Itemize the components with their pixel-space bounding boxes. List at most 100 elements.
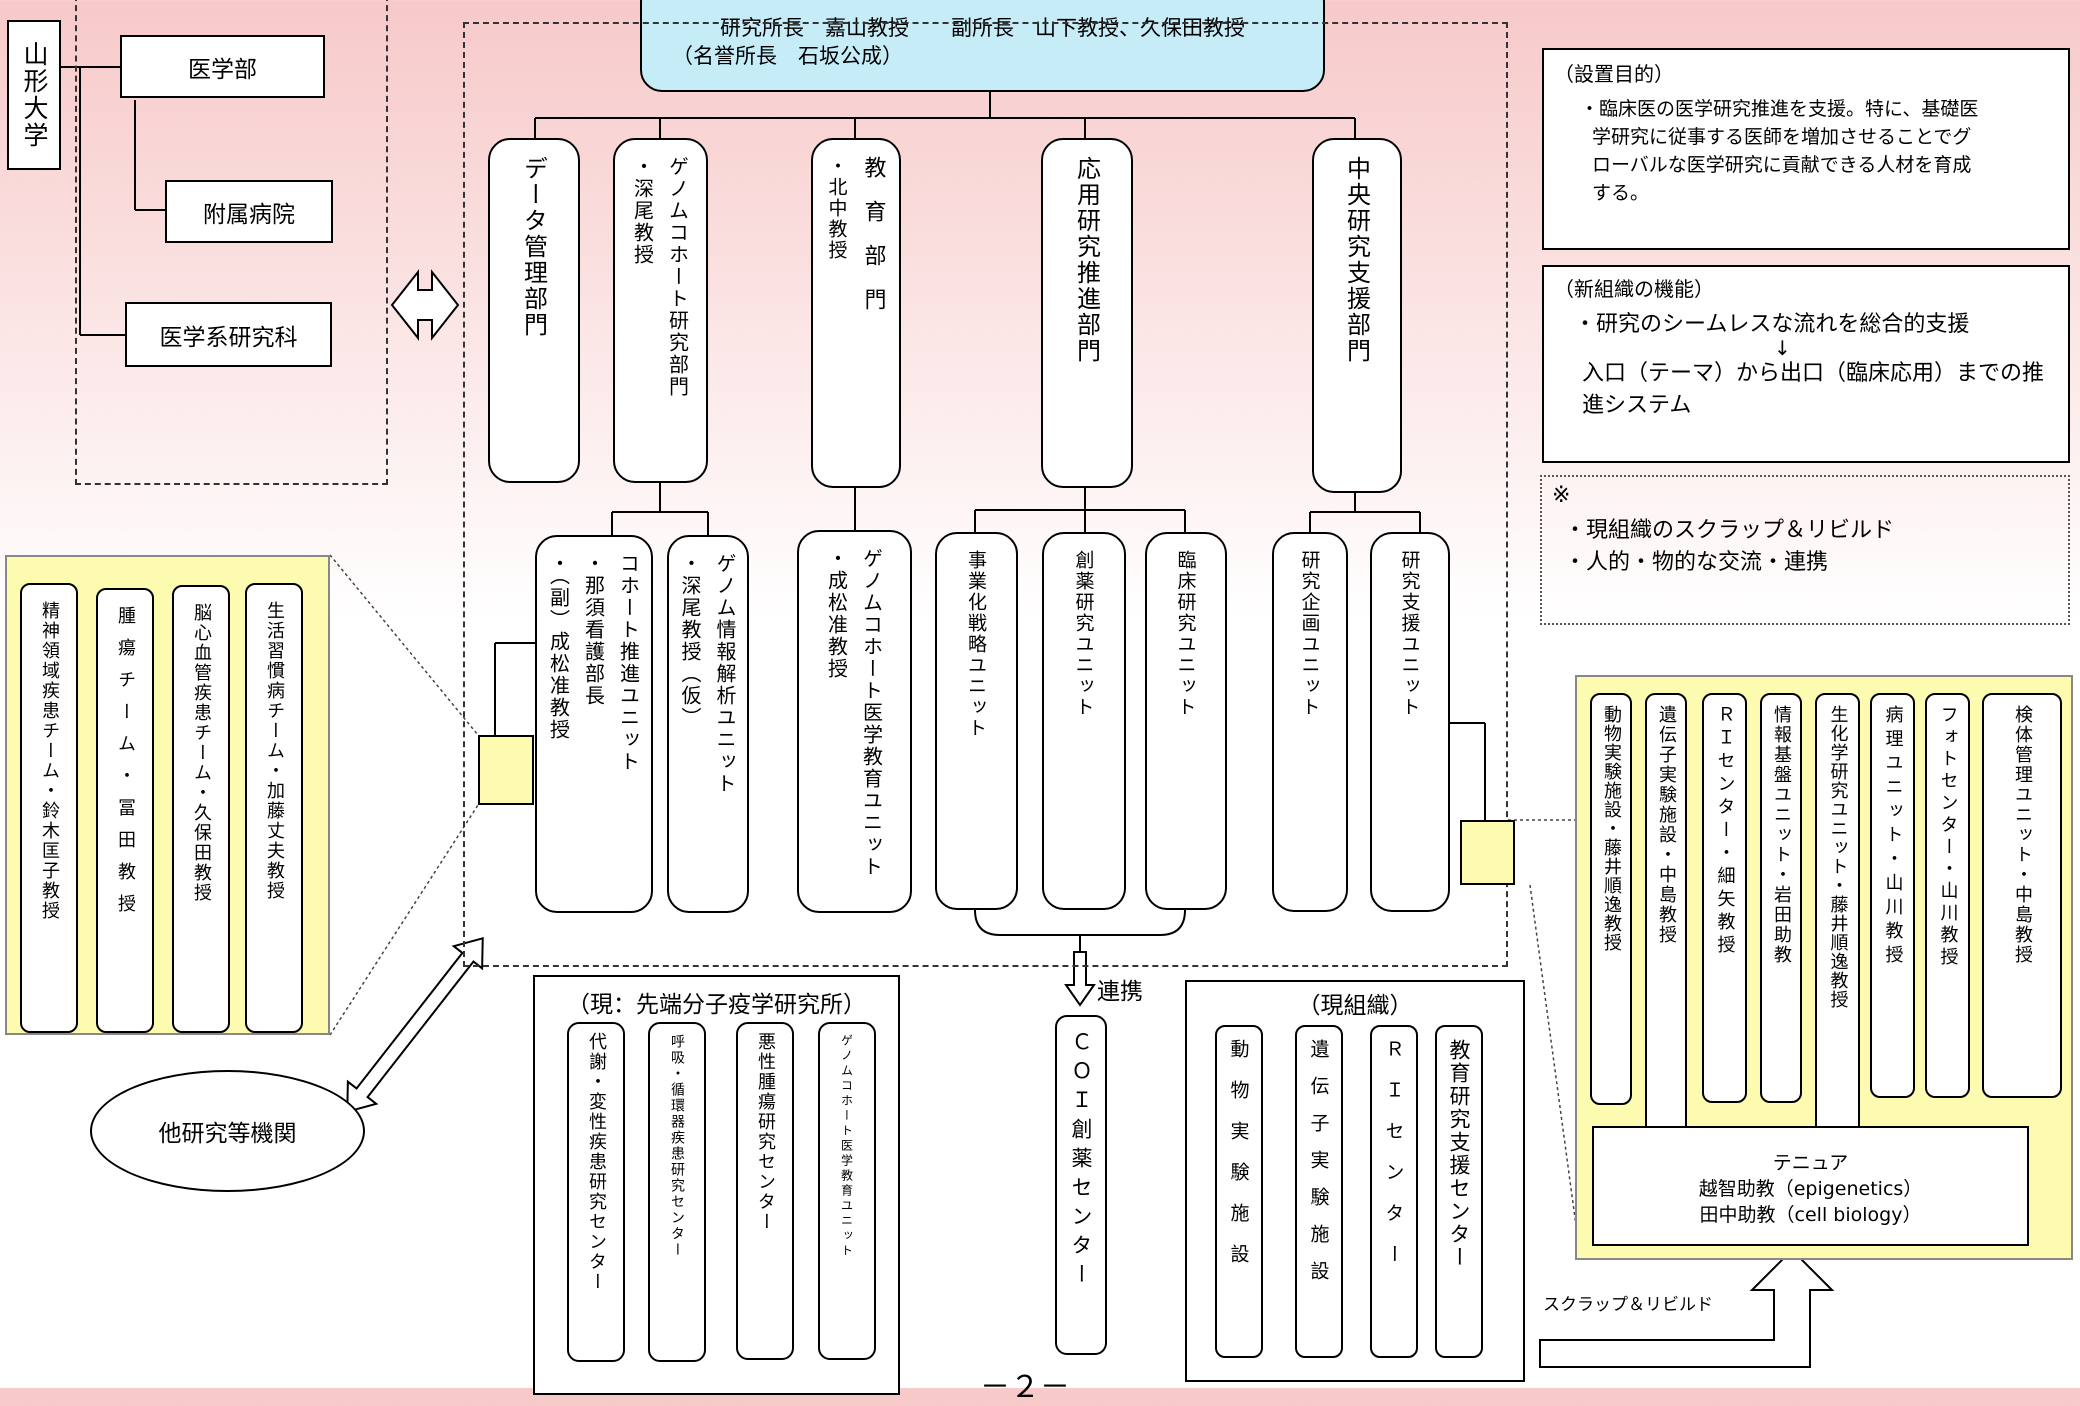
function-line-1: ・研究のシームレスな流れを総合的支援: [1574, 312, 1970, 337]
support-info: 情報基盤ユニット・岩田助教: [1760, 693, 1802, 1103]
director-line-1: 研究所長 嘉山教授 副所長 山下教授、久保田教授: [720, 16, 1245, 40]
unit-support-text: 研究支援ユニット: [1372, 534, 1448, 718]
support-gene-label: 遺伝子実験施設・中島教授: [1656, 705, 1677, 945]
support-specimen-label: 検体管理ユニット・中島教授: [2012, 705, 2033, 965]
support-info-text: 情報基盤ユニット・岩田助教: [1762, 695, 1800, 965]
team-oncology-text: 腫瘍チーム・冨田教授: [98, 590, 152, 926]
coi-center: ＣＯＩ創薬センター: [1055, 1015, 1107, 1355]
unit-cohort-person-2: ・（副）成松准教授: [546, 553, 571, 741]
function-heading: （新組織の機能）: [1554, 277, 1714, 301]
org-gene: 遺伝子実験施設: [1295, 1025, 1343, 1358]
support-animal: 動物実験施設・藤井順逸教授: [1590, 693, 1632, 1105]
coi-center-label: ＣＯＩ創薬センター: [1069, 1031, 1093, 1292]
support-pathology-label: 病理ユニット・山川教授: [1882, 705, 1904, 969]
unit-genome-education-text: ゲノムコホート医学教育ユニット ・成松准教授: [799, 532, 910, 878]
unit-clinical-research: 臨床研究ユニット: [1145, 532, 1227, 910]
unit-support-label: 研究支援ユニット: [1398, 550, 1421, 718]
org-education-support: 教育研究支援センター: [1435, 1025, 1483, 1358]
note-mark: ※: [1552, 483, 1571, 508]
team-psychiatry-label: 精神領域疾患チーム・鈴木匡子教授: [39, 601, 60, 921]
org-animal-label: 動物実験施設: [1227, 1039, 1250, 1285]
branch-medical-school: 医学部: [120, 35, 325, 98]
unit-research-support: 研究支援ユニット: [1370, 532, 1450, 912]
unit-genome-info: ゲノム情報解析ユニット ・深尾教授（仮）: [667, 535, 749, 913]
division-applied-text: 応用研究推進部門: [1043, 140, 1131, 364]
branch-graduate-school-label: 医学系研究科: [159, 324, 298, 351]
tenure-box: テニュア 越智助教（epigenetics） 田中助教（cell biology…: [1592, 1126, 2029, 1246]
page-number: －２－: [980, 1370, 1070, 1405]
org-animal-text: 動物実験施設: [1217, 1027, 1261, 1285]
support-gene: 遺伝子実験施設・中島教授: [1645, 693, 1687, 1141]
unit-research-planning: 研究企画ユニット: [1272, 532, 1348, 912]
university-name: 山形大学: [20, 41, 49, 149]
unit-cohort-person-1: ・那須看護部長: [581, 553, 606, 707]
unit-business-strategy: 事業化戦略ユニット: [935, 532, 1018, 910]
unit-planning-text: 研究企画ユニット: [1274, 534, 1346, 718]
other-institutions-label: 他研究等機関: [158, 1121, 297, 1147]
division-data-label: データ管理部門: [519, 156, 548, 338]
center-respiratory: 呼吸・循環器疾患研究センター: [648, 1022, 706, 1362]
current-institute-title: （現：先端分子疫学研究所）: [567, 992, 866, 1018]
scrap-rebuild-label: スクラップ＆リビルド: [1543, 1295, 1713, 1315]
center-respiratory-label: 呼吸・循環器疾患研究センター: [669, 1034, 685, 1258]
branch-graduate-school: 医学系研究科: [125, 302, 332, 367]
tenure-title: テニュア: [1772, 1152, 1849, 1174]
team-lifestyle: 生活習慣病チーム・加藤丈夫教授: [245, 583, 303, 1033]
support-biochem: 生化学研究ユニット・藤井順逸教授: [1815, 693, 1860, 1141]
team-oncology-label: 腫瘍チーム・冨田教授: [115, 606, 136, 926]
support-pathology: 病理ユニット・山川教授: [1870, 693, 1915, 1098]
support-gene-text: 遺伝子実験施設・中島教授: [1647, 695, 1685, 945]
division-genome-person: ・深尾教授: [630, 156, 655, 266]
org-education-support-text: 教育研究支援センター: [1437, 1027, 1481, 1269]
purpose-heading: （設置目的）: [1554, 62, 1674, 86]
center-genome-education-text: ゲノムコホート医学教育ユニット: [820, 1024, 874, 1259]
team-oncology: 腫瘍チーム・冨田教授: [96, 588, 154, 1033]
team-marker: [478, 735, 534, 805]
support-photo-text: フォトセンター・山川教授: [1927, 695, 1968, 969]
team-lifestyle-label: 生活習慣病チーム・加藤丈夫教授: [264, 601, 285, 901]
team-cardiovascular: 脳心血管疾患チーム・久保田教授: [172, 585, 230, 1033]
function-box: （新組織の機能） ・研究のシームレスな流れを総合的支援 ↓ 入口（テーマ）から出…: [1542, 265, 2070, 463]
unit-planning-label: 研究企画ユニット: [1298, 550, 1321, 718]
center-respiratory-text: 呼吸・循環器疾患研究センター: [650, 1024, 704, 1258]
center-metabolism: 代謝・変性疾患研究センター: [567, 1022, 625, 1362]
division-central-text: 中央研究支援部門: [1314, 140, 1400, 364]
coi-center-text: ＣＯＩ創薬センター: [1057, 1017, 1105, 1292]
unit-genome-info-person: ・深尾教授（仮）: [678, 553, 702, 729]
unit-drug-text: 創薬研究ユニット: [1044, 534, 1124, 718]
unit-clinical-label: 臨床研究ユニット: [1174, 550, 1197, 718]
center-genome-education-label: ゲノムコホート医学教育ユニット: [839, 1034, 854, 1259]
division-education-text: 教育部門 ・北中教授: [813, 140, 899, 332]
division-genome-cohort-text: ゲノムコホート研究部門 ・深尾教授: [615, 140, 706, 398]
unit-cohort-title: コホート推進ユニット: [616, 553, 641, 773]
division-data-management: データ管理部門: [488, 138, 580, 483]
unit-cohort: コホート推進ユニット ・那須看護部長 ・（副）成松准教授: [535, 535, 653, 913]
support-photo: フォトセンター・山川教授: [1925, 693, 1970, 1098]
center-oncology: 悪性腫瘍研究センター: [736, 1022, 794, 1360]
tenure-line-2: 田中助教（cell biology）: [1699, 1204, 1922, 1226]
support-ri-text: ＲＩセンター・細矢教授: [1704, 695, 1745, 958]
branch-medical-school-label: 医学部: [188, 56, 257, 83]
org-animal: 動物実験施設: [1215, 1025, 1263, 1358]
support-animal-label: 動物実験施設・藤井順逸教授: [1601, 705, 1622, 952]
center-oncology-text: 悪性腫瘍研究センター: [738, 1024, 792, 1232]
org-ri: ＲＩセンター: [1370, 1025, 1418, 1358]
branch-hospital-label: 附属病院: [203, 201, 295, 228]
org-gene-text: 遺伝子実験施設: [1297, 1027, 1341, 1298]
support-ri-label: ＲＩセンター・細矢教授: [1714, 705, 1736, 958]
org-ri-label: ＲＩセンター: [1382, 1039, 1405, 1285]
division-applied-research: 応用研究推進部門: [1041, 138, 1133, 488]
team-psychiatry-text: 精神領域疾患チーム・鈴木匡子教授: [22, 585, 76, 921]
support-ri: ＲＩセンター・細矢教授: [1702, 693, 1747, 1103]
university-group: [75, 0, 388, 485]
university-label: 山形大学: [7, 20, 61, 170]
division-education: 教育部門 ・北中教授: [811, 138, 901, 488]
other-institutions: 他研究等機関: [90, 1070, 365, 1192]
unit-drug-label: 創薬研究ユニット: [1072, 550, 1095, 718]
center-metabolism-text: 代謝・変性疾患研究センター: [569, 1024, 623, 1292]
support-marker: [1460, 820, 1515, 885]
note-line-2: ・人的・物的な交流・連携: [1564, 550, 1829, 575]
division-genome-title: ゲノムコホート研究部門: [665, 156, 690, 398]
org-education-support-label: 教育研究支援センター: [1447, 1039, 1471, 1269]
